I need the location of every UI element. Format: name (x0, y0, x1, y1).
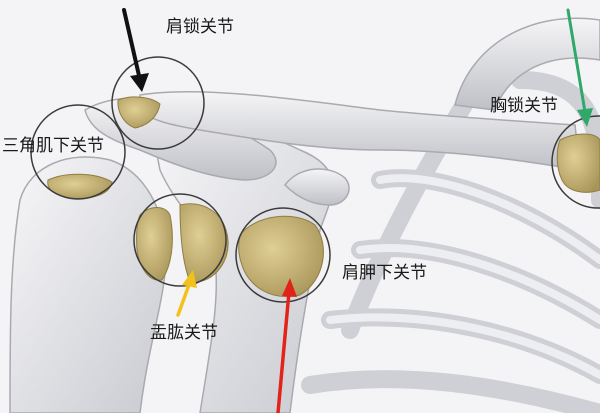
coracoid-process (284, 168, 350, 206)
arrows (122, 8, 593, 413)
joint-circles (30, 56, 600, 303)
cartilage-surfaces (47, 96, 600, 297)
red-arrow (276, 278, 297, 413)
yellow-arrow (176, 270, 197, 317)
black-arrow (122, 8, 149, 92)
circle-glenohumeral (133, 193, 227, 287)
rib-highlights (326, 174, 600, 379)
label-subdeltoid: 三角肌下关节 (2, 136, 104, 156)
circle-scapulothoracic (235, 207, 331, 303)
label-scapulothoracic: 肩胛下关节 (342, 263, 427, 283)
circle-acromioclavicular (111, 56, 205, 150)
label-acromioclavicular: 肩锁关节 (166, 17, 234, 37)
green-arrow (566, 8, 593, 127)
circle-sternoclavicular (551, 115, 600, 209)
clavicle (139, 90, 581, 171)
circle-subdeltoid (30, 104, 126, 200)
label-glenohumeral: 盂肱关节 (150, 323, 218, 343)
label-sternoclavicular: 胸锁关节 (490, 96, 558, 116)
